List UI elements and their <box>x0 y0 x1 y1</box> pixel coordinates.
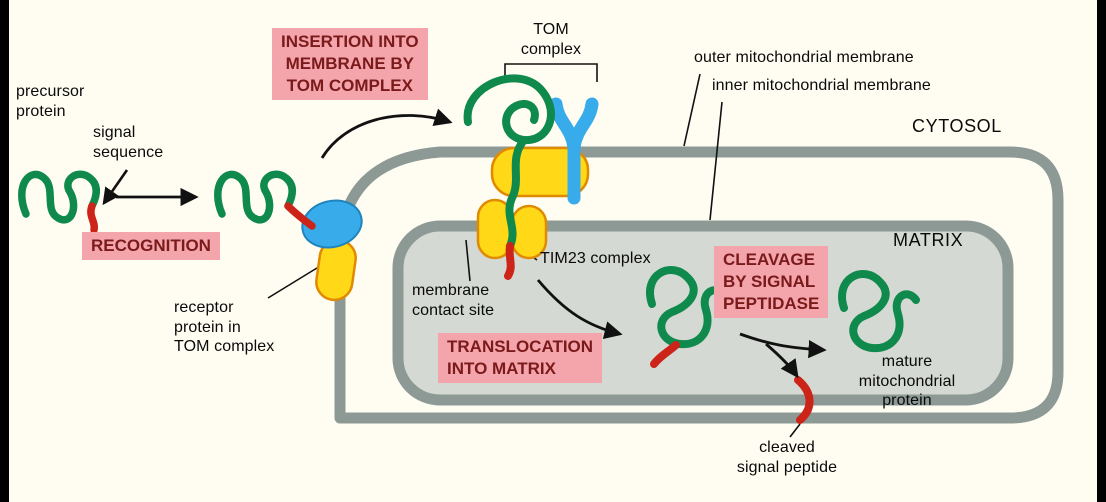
left-border-bar <box>0 0 9 502</box>
inner-membrane-pointer-line <box>709 101 723 221</box>
maturation-arrow <box>739 332 827 359</box>
insertion-arrow <box>320 108 453 159</box>
signal-sequence-tip-3 <box>504 242 515 280</box>
cytosol-label: CYTOSOL <box>912 116 1002 136</box>
outer-membrane-shape <box>334 146 1064 424</box>
signal-sequence-arrow <box>102 169 129 206</box>
stage-insertion-label: INSERTION INTO MEMBRANE BY TOM COMPLEX <box>272 28 428 101</box>
stage-recognition-label: RECOGNITION <box>82 232 220 261</box>
receptor-protein-label: receptor protein in TOM complex <box>174 299 275 356</box>
signal-sequence-tip-1 <box>87 202 99 234</box>
precursor-protein-2 <box>218 174 316 230</box>
tim23-complex-label: TIM23 complex <box>540 250 651 267</box>
precursor-protein-label: precursor protein <box>16 83 85 120</box>
translocating-protein <box>463 74 555 280</box>
cleaved-signal-peptide-label: cleaved signal peptide <box>736 439 838 476</box>
membrane-contact-site-label: membrane contact site <box>412 282 495 319</box>
stage-translocation-label: TRANSLOCATION INTO MATRIX <box>438 333 603 384</box>
mature-protein-label: mature mitochondrial protein <box>858 353 956 410</box>
signal-sequence-tip-4 <box>650 341 680 368</box>
tom-complex-bracket <box>504 63 598 82</box>
outer-membrane-pointer-line <box>683 73 701 147</box>
tom-receptor-fork <box>549 97 599 205</box>
contact-site-pointer-line <box>465 239 471 282</box>
cleaved-peptide-shape <box>794 376 814 424</box>
tim23-complex-shape <box>476 198 548 260</box>
stage-cleavage-label: CLEAVAGE BY SIGNAL PEPTIDASE <box>714 246 829 319</box>
signal-sequence-label: signal sequence <box>93 124 164 161</box>
translocation-arrow <box>536 279 623 340</box>
signal-sequence-tip-2 <box>284 202 316 230</box>
precursor-protein-1 <box>22 174 99 234</box>
right-border-bar <box>1097 0 1106 502</box>
cleavage-arrow <box>765 342 799 379</box>
inner-membrane-label: inner mitochondrial membrane <box>712 77 931 94</box>
translocated-protein <box>650 270 724 368</box>
cleaved-pointer-line <box>789 423 801 438</box>
tom-complex-label: TOM complex <box>520 21 582 58</box>
receptor-protein-shape <box>301 199 363 302</box>
outer-membrane-label: outer mitochondrial membrane <box>694 49 914 66</box>
matrix-label: MATRIX <box>893 230 964 250</box>
